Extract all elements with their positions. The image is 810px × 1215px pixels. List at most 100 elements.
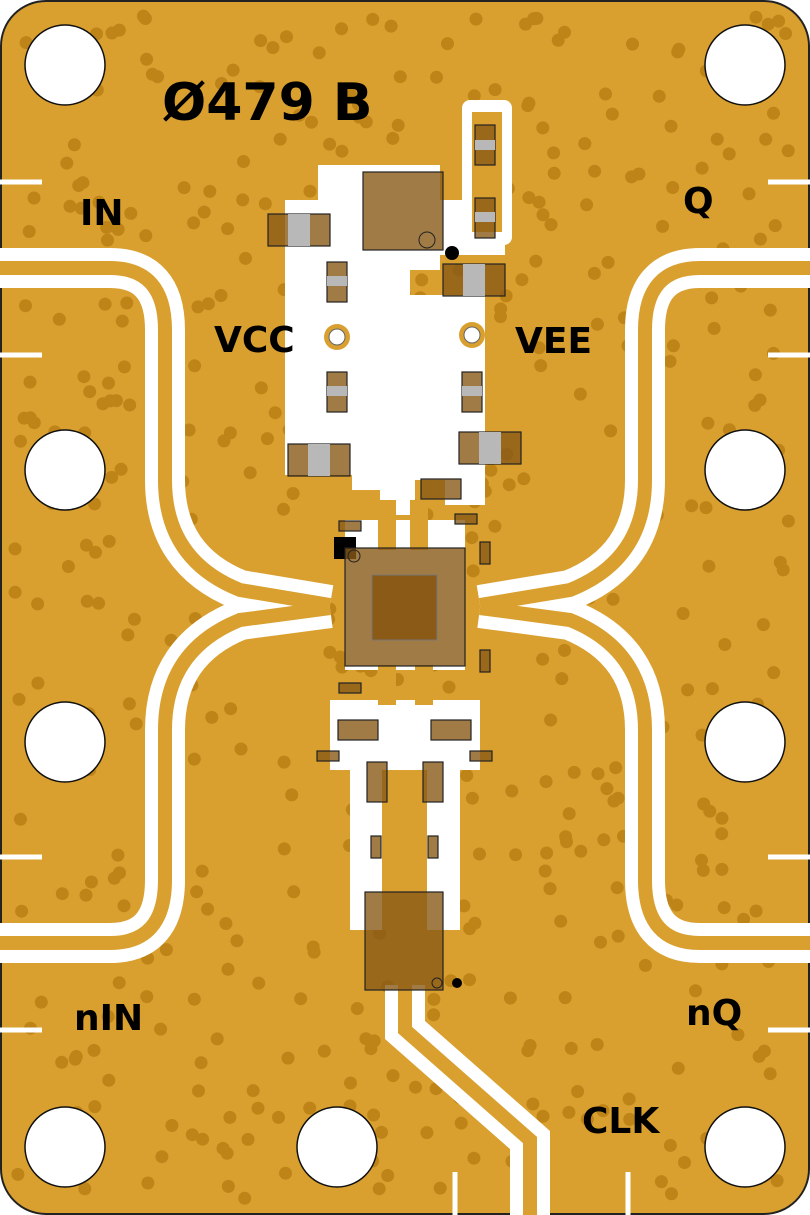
via [117,360,131,374]
via [8,585,22,599]
via [351,97,365,111]
via [221,1179,235,1193]
via [759,132,773,146]
via [502,478,516,492]
via [393,70,407,84]
via [573,387,587,401]
via [285,788,299,802]
trace-nq [479,601,810,950]
via [294,992,308,1006]
via [221,222,235,236]
via [671,45,685,59]
via [187,992,201,1006]
via [27,191,41,205]
via [536,121,550,135]
via [715,827,729,841]
via [121,628,135,642]
via [251,1101,265,1115]
via [138,12,152,25]
via [609,761,623,775]
via [697,797,711,811]
via [305,115,318,129]
via [281,1051,295,1065]
via [715,811,729,825]
via [600,782,614,796]
mounting-holes [24,24,786,1188]
via [109,394,123,408]
via [372,1182,386,1196]
via [666,339,680,353]
via [469,12,483,26]
via [544,713,558,727]
via [538,864,552,878]
via [79,888,93,902]
via [547,146,561,160]
via [335,144,349,158]
via [323,137,337,151]
via [772,14,786,28]
via [323,645,337,659]
via [433,1181,447,1195]
via [676,607,690,620]
via [594,935,607,949]
via [120,296,134,310]
via [243,466,257,480]
via [191,300,205,314]
via [165,1119,179,1132]
via [195,864,209,878]
via [67,138,81,152]
via [221,962,235,976]
via [409,1080,422,1094]
via [555,672,569,686]
via [539,775,553,789]
via [154,1022,168,1036]
label-clk: CLK [582,1101,660,1142]
via [558,991,572,1005]
via [219,917,233,930]
via [80,594,94,608]
via [140,52,154,66]
via [494,310,507,324]
via [761,17,775,31]
via [19,299,32,313]
via [488,83,502,97]
via [83,385,97,399]
via [722,147,736,161]
via [88,1100,102,1114]
via [558,643,571,657]
via [663,354,677,368]
via [14,812,27,826]
via [89,545,102,559]
via [260,432,274,446]
trace-clk [398,985,537,1215]
via [102,1073,116,1087]
via [102,376,115,390]
via [23,375,37,389]
via [781,144,795,158]
via [117,899,131,913]
via [220,1146,234,1160]
via [562,1105,576,1119]
via [187,216,201,230]
via [529,254,543,268]
via [375,1125,388,1139]
via [731,1028,745,1042]
via [343,88,357,102]
via [652,89,666,103]
via [367,1108,381,1122]
via [749,904,763,918]
via [536,1109,550,1123]
via [532,195,546,209]
via [333,650,347,664]
via [241,1132,255,1146]
via [532,341,546,355]
via [52,312,66,326]
via [31,676,45,690]
trace-nin [0,601,331,950]
via [503,991,517,1005]
via [367,1034,381,1048]
via [465,531,479,545]
via [767,106,780,120]
via [656,219,670,233]
via [60,156,74,170]
